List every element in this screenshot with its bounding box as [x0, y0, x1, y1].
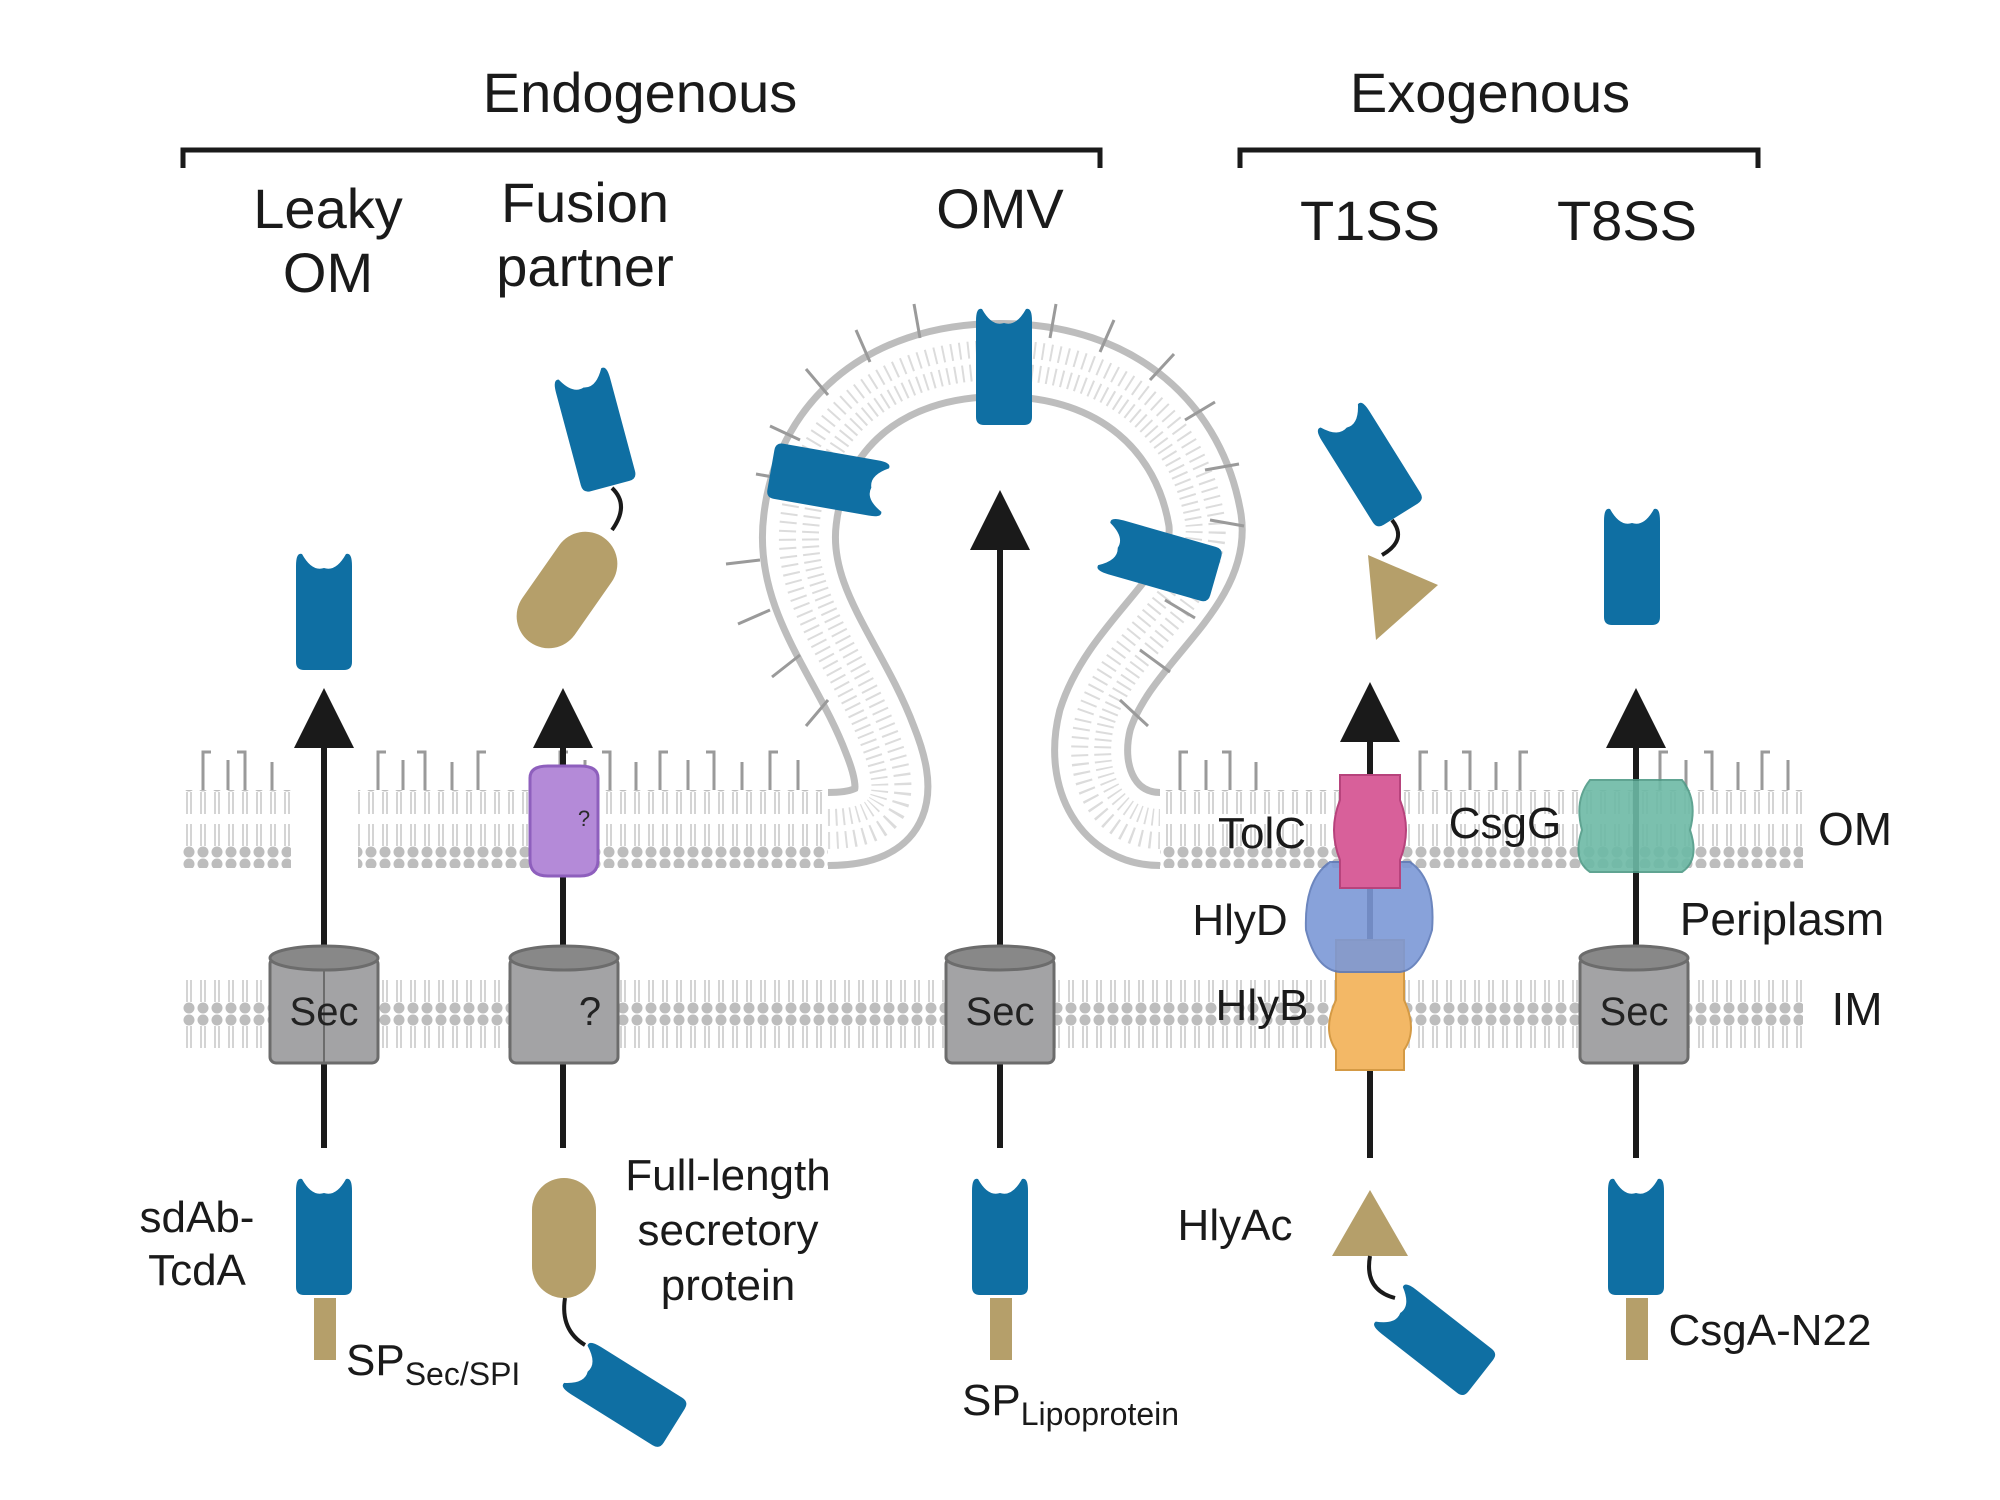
csgg-channel	[1577, 779, 1695, 873]
svg-text:?: ?	[578, 806, 590, 831]
col-t1ss: T1SS	[1300, 189, 1440, 252]
hlyb-label: HlyB	[1216, 981, 1309, 1030]
svg-text:Sec: Sec	[290, 990, 359, 1034]
svg-text:Sec: Sec	[966, 990, 1035, 1034]
tolc-label: TolC	[1218, 809, 1306, 858]
svg-text:Sec: Sec	[1600, 990, 1669, 1034]
col-fusion-line1: Fusion	[501, 171, 669, 234]
csga-label: CsgA-N22	[1669, 1306, 1872, 1355]
sdab-label-line2: TcdA	[148, 1246, 246, 1295]
omv-sdab-cargo	[972, 1178, 1028, 1360]
full-length-line3: protein	[661, 1261, 796, 1310]
periplasm-label: Periplasm	[1680, 893, 1885, 945]
col-leaky-om-line2: OM	[283, 241, 373, 304]
endogenous-header: Endogenous	[180, 61, 1103, 168]
svg-text:SPSec/SPI: SPSec/SPI	[346, 1336, 520, 1392]
tolc-channel	[1333, 774, 1407, 889]
t1ss-machinery	[1304, 774, 1434, 1071]
hlyd-label: HlyD	[1192, 896, 1287, 945]
sec-translocon-t8ss: Sec	[1578, 944, 1690, 1065]
sec-translocon-omv: Sec	[944, 944, 1056, 1065]
omv-sdab-top	[976, 308, 1032, 425]
om-label: OM	[1818, 803, 1892, 855]
hlyac-label: HlyAc	[1178, 1201, 1293, 1250]
full-length-line2: secretory	[638, 1206, 819, 1255]
leaky-secreted-sdab	[296, 553, 352, 670]
sec-translocon-leaky: Sec	[268, 944, 380, 1065]
svg-text:SPLipoprotein: SPLipoprotein	[962, 1376, 1179, 1432]
t1ss-secreted-product	[1315, 400, 1438, 640]
exogenous-bracket	[1237, 147, 1761, 168]
sp-lipo-label: SPLipoprotein	[962, 1376, 1179, 1432]
full-length-line1: Full-length	[625, 1151, 830, 1200]
exogenous-header: Exogenous	[1237, 61, 1761, 168]
fusion-cargo	[532, 1178, 690, 1450]
svg-text:Endogenous: Endogenous	[483, 61, 798, 124]
t8ss-sdab-cargo	[1608, 1178, 1664, 1360]
csgg-label: CsgG	[1449, 799, 1561, 848]
omv-bleb	[725, 303, 1246, 869]
col-t8ss: T8SS	[1557, 189, 1697, 252]
unknown-om-pore: ?	[528, 764, 600, 878]
svg-text:?: ?	[579, 990, 601, 1034]
t1ss-hlyac-cargo	[1332, 1190, 1498, 1398]
hlyd-adaptor	[1304, 861, 1434, 973]
unknown-translocon-fusion: ?	[508, 944, 620, 1065]
svg-text:Exogenous: Exogenous	[1350, 61, 1630, 124]
sp-sec-label: SPSec/SPI	[346, 1336, 520, 1392]
sdab-label-line1: sdAb-	[140, 1193, 255, 1242]
endogenous-bracket	[180, 147, 1103, 168]
col-fusion-line2: partner	[496, 235, 673, 298]
col-leaky-om-line1: Leaky	[253, 177, 402, 240]
fusion-secreted-product	[516, 366, 638, 649]
col-omv: OMV	[936, 177, 1064, 240]
im-label: IM	[1831, 983, 1882, 1035]
t8ss-secreted-sdab	[1604, 508, 1660, 625]
leaky-sdab-cargo	[296, 1178, 352, 1360]
lps-flat	[201, 750, 1790, 790]
outer-membrane	[183, 750, 1803, 868]
